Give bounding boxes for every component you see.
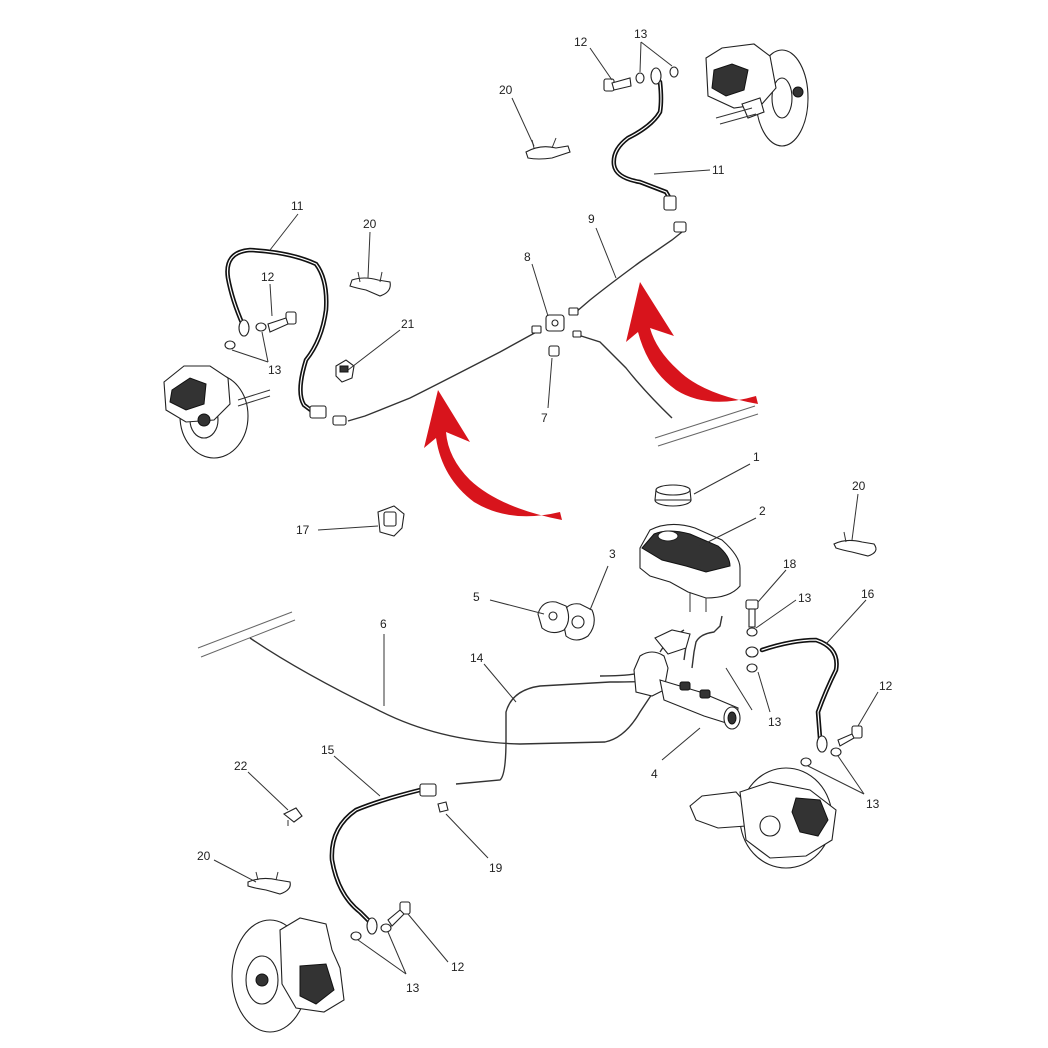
- clip-20-right: [833, 531, 877, 557]
- callout-2: 2: [759, 504, 766, 518]
- callout-5: 5: [473, 590, 480, 604]
- callout-13-right: 13: [866, 797, 880, 811]
- callout-13-upper: 13: [634, 27, 648, 41]
- brake-pipe-tee-return: [572, 330, 673, 419]
- clip-21: [335, 359, 355, 383]
- callout-22: 22: [234, 759, 248, 773]
- reservoir-2: [639, 523, 741, 612]
- washers-13-mc: [745, 627, 759, 673]
- brake-hose-16: [759, 637, 839, 753]
- callout-20-top: 20: [499, 83, 513, 97]
- callout-13-lower: 13: [406, 981, 420, 995]
- callout-18: 18: [783, 557, 797, 571]
- brake-assembly-upper-right: [705, 43, 809, 147]
- leader-lines: [213, 41, 879, 975]
- brake-assembly-left: [163, 365, 271, 459]
- callout-1: 1: [753, 450, 760, 464]
- brake-pipe-14: [455, 671, 653, 785]
- callout-4: 4: [651, 767, 658, 781]
- callout-20-lower: 20: [197, 849, 211, 863]
- callout-14: 14: [470, 651, 484, 665]
- callout-7: 7: [541, 411, 548, 425]
- brake-hose-11-left: [225, 247, 329, 419]
- washers-13-right: [800, 747, 842, 767]
- frame-rail-left: [197, 611, 296, 658]
- bolt-12-lower: [387, 901, 411, 927]
- callout-11-upper: 11: [712, 163, 725, 177]
- callout-13-mc-upper: 13: [798, 591, 812, 605]
- callout-11-left: 11: [291, 199, 304, 213]
- bolt-12-left: [267, 311, 297, 333]
- reservoir-cap-1: [654, 484, 692, 507]
- callout-20-right: 20: [852, 479, 866, 493]
- master-cylinder-4: [633, 629, 741, 730]
- brake-hose-15: [329, 783, 437, 935]
- nut-7: [548, 345, 560, 357]
- red-arrow-right: [626, 282, 758, 404]
- callout-17: 17: [296, 523, 310, 537]
- brake-hose-11-upper: [611, 67, 677, 211]
- callout-8: 8: [524, 250, 531, 264]
- callout-labels: 1 2 3 4 5 6 7 8 9 11 11 12 12 12 12 13 1…: [197, 27, 893, 995]
- callout-12-upper: 12: [574, 35, 588, 49]
- callout-3: 3: [609, 547, 616, 561]
- callout-13-mc-lower: 13: [768, 715, 782, 729]
- callout-19: 19: [489, 861, 503, 875]
- plate-5: [537, 601, 570, 634]
- callout-16: 16: [861, 587, 875, 601]
- callout-20-left: 20: [363, 217, 377, 231]
- clip-20-top: [525, 137, 571, 160]
- bolt-12-upper: [603, 77, 632, 92]
- washers-13-left: [224, 322, 267, 350]
- nut-19: [437, 801, 449, 813]
- tee-fitting-8: [545, 314, 565, 332]
- clip-17: [377, 505, 405, 537]
- brake-pipe-9: [568, 221, 687, 316]
- frame-rail-right: [654, 405, 759, 447]
- callout-13-left: 13: [268, 363, 282, 377]
- washers-13-lower: [350, 923, 392, 941]
- bolt-12-right: [837, 725, 863, 747]
- red-arrow-left: [424, 390, 562, 520]
- callout-15: 15: [321, 743, 335, 757]
- clip-20-lower: [247, 871, 291, 895]
- callout-9: 9: [588, 212, 595, 226]
- callout-12-right: 12: [879, 679, 893, 693]
- gasket-3: [561, 603, 595, 641]
- callout-12-lower: 12: [451, 960, 465, 974]
- callout-21: 21: [401, 317, 415, 331]
- callout-6: 6: [380, 617, 387, 631]
- clip-22: [282, 807, 303, 826]
- brake-assembly-right-rear: [689, 767, 837, 869]
- brake-assembly-left-rear: [231, 917, 345, 1033]
- brake-pipe-6: [249, 637, 661, 745]
- callout-12-left: 12: [261, 270, 275, 284]
- clip-20-left: [349, 271, 391, 297]
- brake-pipe-left-front: [332, 325, 542, 426]
- washers-13-upper: [635, 66, 679, 84]
- bolt-18: [745, 599, 759, 628]
